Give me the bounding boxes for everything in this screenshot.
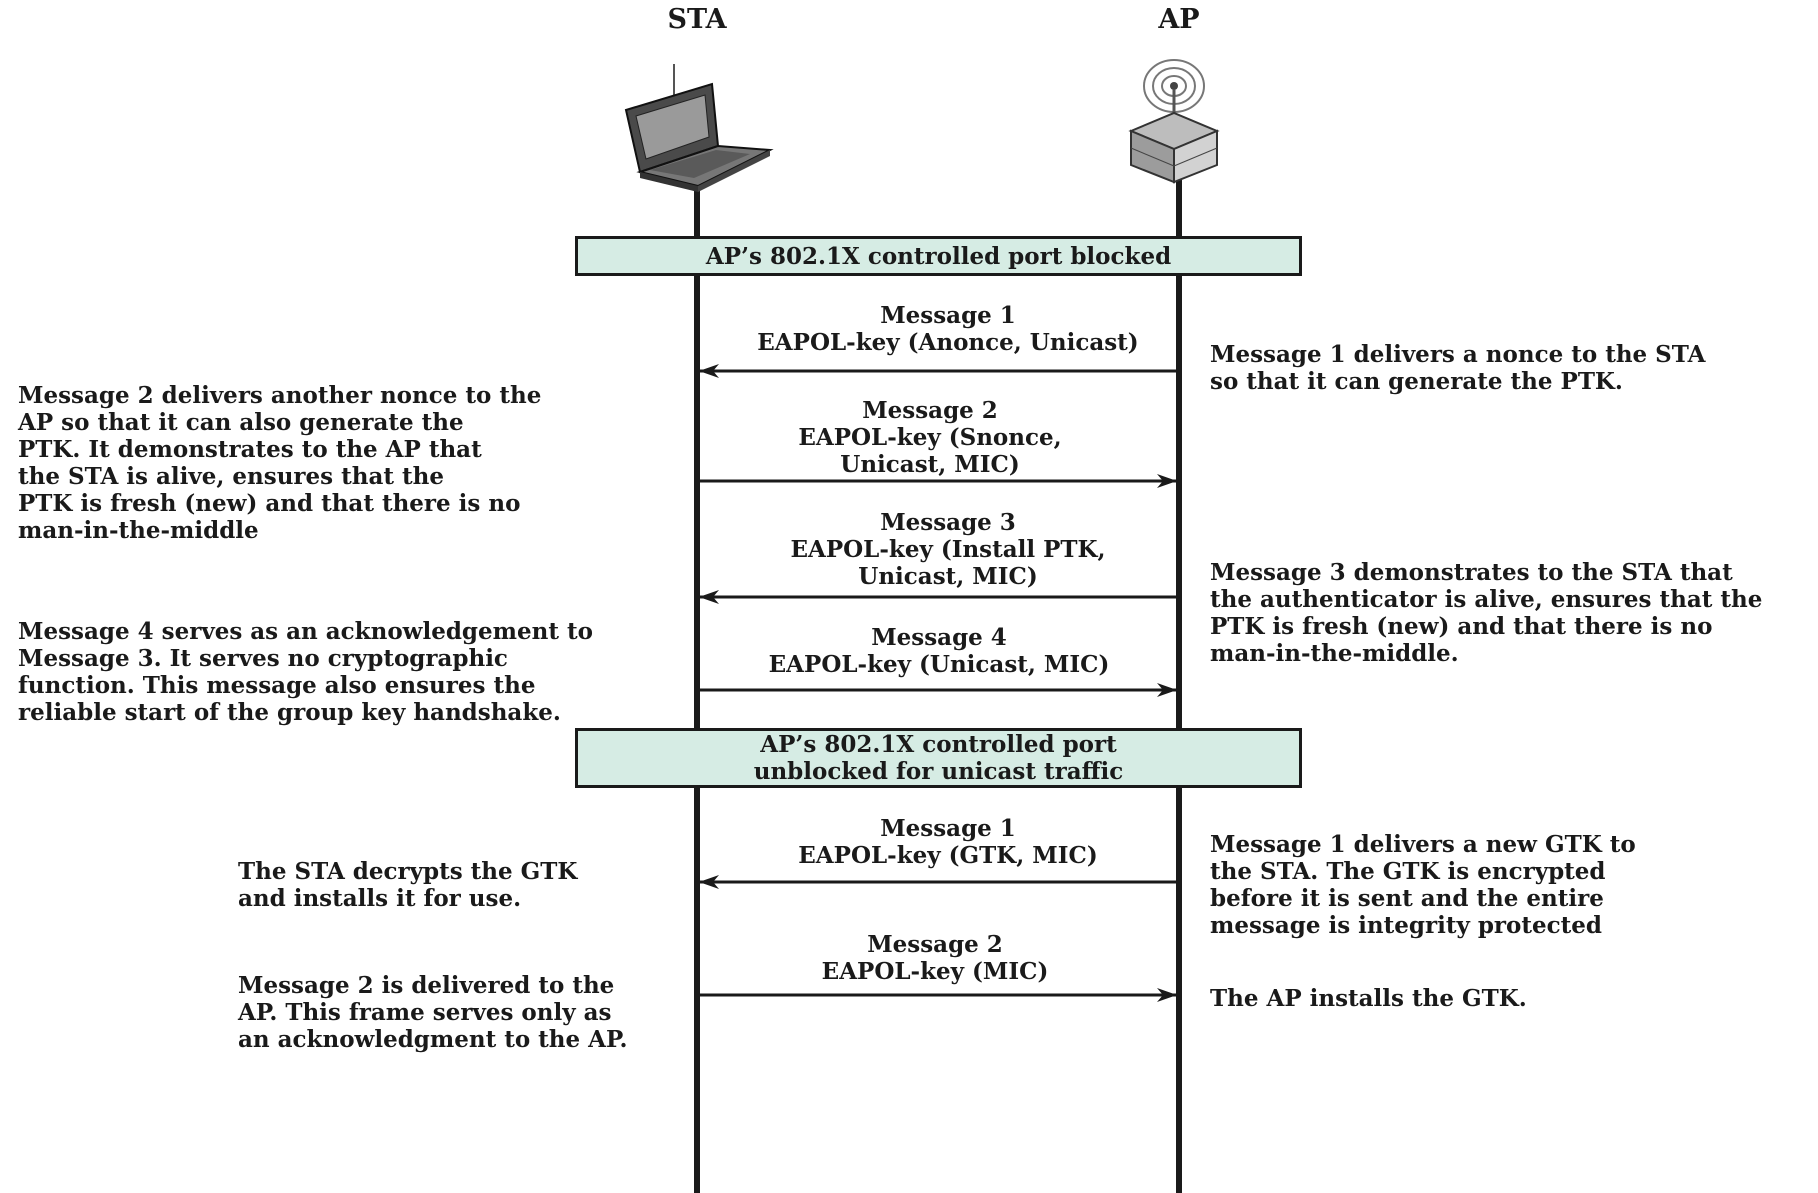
pairwise-m4-body: EAPOL-key (Unicast, MIC) — [768, 651, 1110, 678]
note-right-m1: Message 1 delivers a nonce to the STA so… — [1210, 341, 1706, 395]
note-left-m2: Message 2 delivers another nonce to the … — [18, 382, 542, 544]
pairwise-m2-body: EAPOL-key (Snonce, Unicast, MIC) — [798, 424, 1062, 478]
note-right-m3: Message 3 demonstrates to the STA that t… — [1210, 559, 1763, 667]
sta-header: STA — [667, 4, 727, 35]
group-m1-title: Message 1 — [880, 815, 1016, 842]
pairwise-m1-body: EAPOL-key (Anonce, Unicast) — [757, 329, 1139, 356]
pairwise-m3-title: Message 3 — [880, 509, 1016, 536]
pairwise-m2-title: Message 2 — [862, 397, 998, 424]
note-left-g1: The STA decrypts the GTK and installs it… — [238, 858, 578, 912]
group-m2-body: EAPOL-key (MIC) — [821, 958, 1049, 985]
access-point-icon — [1128, 59, 1220, 184]
note-left-g2: Message 2 is delivered to the AP. This f… — [238, 972, 628, 1053]
pairwise-m4-title: Message 4 — [871, 624, 1007, 651]
note-left-m4: Message 4 serves as an acknowledgement t… — [18, 618, 593, 726]
laptop-icon — [624, 64, 774, 192]
group-m1-body: EAPOL-key (GTK, MIC) — [798, 842, 1098, 869]
port-blocked-bar: AP’s 802.1X controlled port blocked — [575, 236, 1302, 276]
pairwise-m1-title: Message 1 — [880, 302, 1016, 329]
port-unblocked-bar: AP’s 802.1X controlled port unblocked fo… — [575, 728, 1302, 788]
ap-header: AP — [1158, 4, 1200, 35]
note-right-g1: Message 1 delivers a new GTK to the STA.… — [1210, 831, 1636, 939]
pairwise-m3-body: EAPOL-key (Install PTK, Unicast, MIC) — [790, 536, 1106, 590]
group-m2-title: Message 2 — [867, 931, 1003, 958]
note-right-g2: The AP installs the GTK. — [1210, 985, 1527, 1012]
